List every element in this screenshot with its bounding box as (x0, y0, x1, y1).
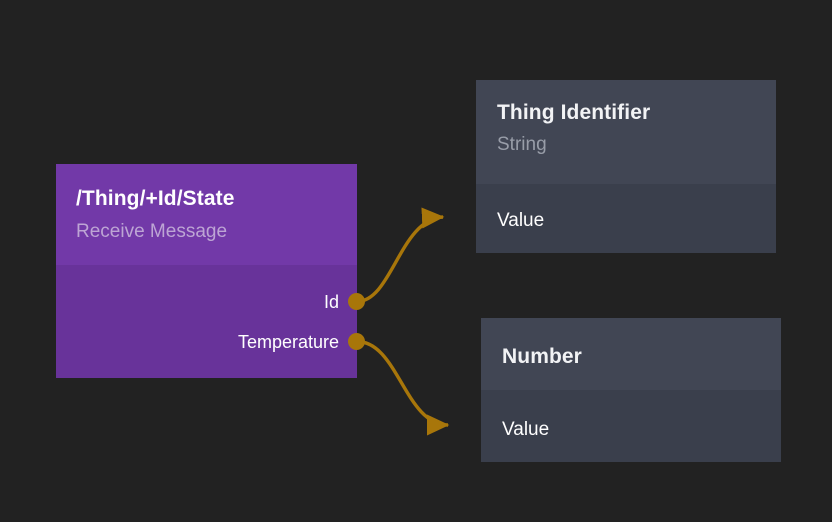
input-port-label-value[interactable]: Value (497, 210, 545, 231)
output-port-dot-id[interactable] (348, 293, 365, 310)
node-header[interactable]: Thing Identifier String (476, 80, 776, 184)
output-port-label-temperature[interactable]: Temperature (237, 332, 339, 352)
edge-id-to-thing-identifier (356, 207, 445, 304)
node-header[interactable]: /Thing/+Id/State Receive Message (56, 164, 357, 265)
node-thing-identifier[interactable]: Thing Identifier String Value (476, 80, 776, 253)
node-body[interactable]: Value (481, 390, 781, 462)
node-body[interactable]: Value (476, 184, 776, 253)
node-title: /Thing/+Id/State (76, 187, 235, 210)
input-port-label-value[interactable]: Value (502, 419, 550, 440)
node-number[interactable]: Number Value (481, 318, 781, 462)
node-title: Number (502, 345, 582, 368)
node-receive-message[interactable]: /Thing/+Id/State Receive Message Id Temp… (56, 164, 357, 378)
node-title: Thing Identifier (497, 101, 651, 124)
node-subtitle: String (497, 134, 547, 155)
output-port-label-id[interactable]: Id (323, 292, 339, 312)
node-body[interactable]: Id Temperature (56, 265, 357, 378)
edge-temperature-to-number (356, 339, 450, 436)
output-port-dot-temperature[interactable] (348, 333, 365, 350)
node-subtitle: Receive Message (76, 221, 228, 242)
node-header[interactable]: Number (481, 318, 781, 390)
